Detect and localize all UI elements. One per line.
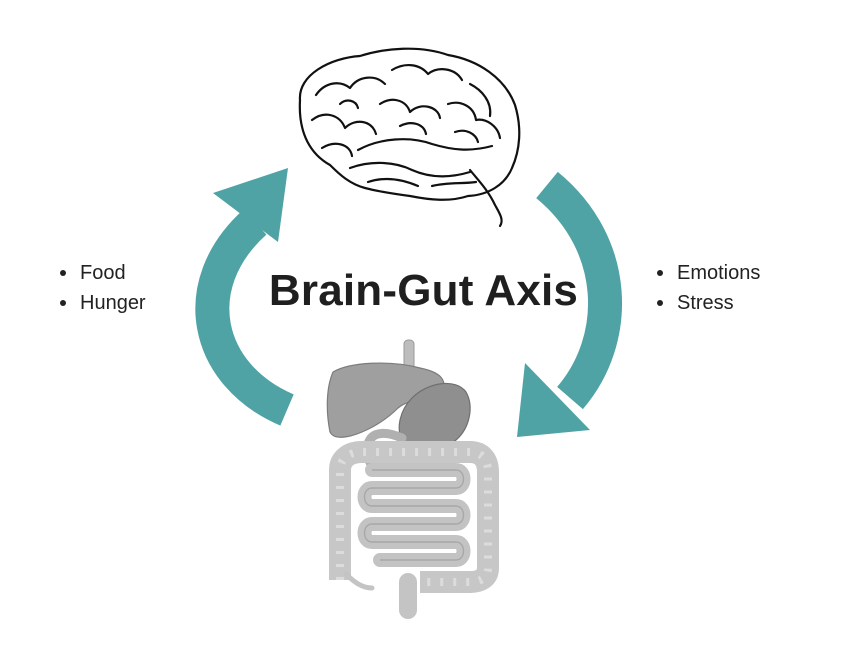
- right-cycle-arrow: [517, 171, 622, 437]
- left-cycle-arrow: [195, 168, 295, 426]
- left-factor-list: Food Hunger: [58, 258, 146, 318]
- right-factor-item: Stress: [655, 288, 760, 318]
- left-factor-item: Food: [58, 258, 146, 288]
- right-factor-list: Emotions Stress: [655, 258, 760, 318]
- left-factor-item: Hunger: [58, 288, 146, 318]
- brain-icon: [298, 47, 521, 228]
- diagram-title: Brain-Gut Axis: [268, 266, 579, 315]
- right-factor-item: Emotions: [655, 258, 760, 288]
- digestive-system-icon: [326, 339, 499, 619]
